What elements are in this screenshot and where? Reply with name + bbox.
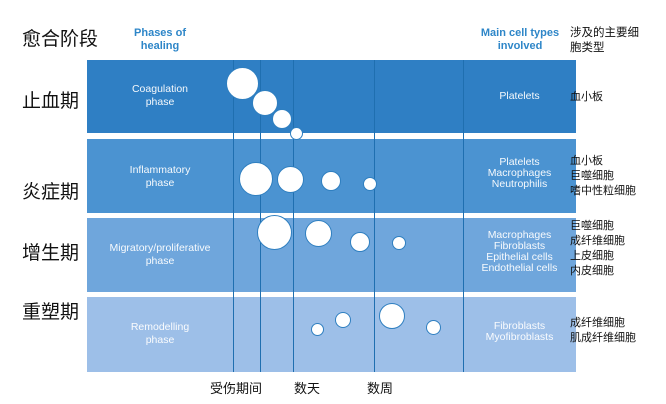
cell-type: Fibroblasts	[493, 320, 546, 332]
cell-type-cn: 血小板	[570, 90, 603, 103]
phases-header-line-2: healing	[140, 40, 180, 52]
phase-coagulation-line-2: phase	[145, 96, 175, 108]
phase-coagulation-line-1: Coagulation	[131, 83, 189, 95]
activity-circle	[272, 109, 292, 129]
cells-proliferative: Macrophages Fibroblasts Epithelial cells…	[463, 230, 576, 274]
cell-type: Fibroblasts	[493, 240, 546, 252]
phase-coagulation: Coagulation phase	[87, 83, 233, 109]
phases-column-header: Phases of healing	[118, 27, 202, 53]
activity-circle	[392, 236, 406, 250]
cell-type: Neutrophilis	[491, 178, 548, 190]
activity-circle	[363, 177, 377, 191]
activity-circle	[290, 127, 303, 140]
band-coagulation	[87, 60, 576, 133]
cell-type-cn: 巨噬细胞	[570, 219, 614, 232]
timeline-label-injury: 受伤期间	[210, 382, 263, 397]
timeline-line-injury	[260, 60, 261, 372]
activity-circle	[426, 320, 441, 335]
cell-type: Platelets	[499, 156, 540, 168]
activity-circle	[277, 166, 304, 193]
band-remodelling	[87, 297, 576, 372]
phase-inflammatory: Inflammatory phase	[87, 164, 233, 190]
activity-circle	[379, 303, 405, 329]
cells-column-header: Main cell types involved	[465, 27, 575, 53]
cell-type-cn: 成纤维细胞	[570, 316, 625, 329]
cell-type: Macrophages	[487, 167, 552, 179]
stage-column-header: 愈合阶段	[22, 28, 99, 50]
phase-proliferative-line-1: Migratory/proliferative	[109, 242, 211, 254]
cells-header-cn-line-1: 涉及的主要细	[570, 25, 639, 39]
cell-type: Endothelial cells	[481, 262, 558, 274]
timeline-label-days: 数天	[294, 382, 321, 397]
activity-circle	[335, 312, 351, 328]
activity-circle	[350, 232, 370, 252]
phase-remodelling-line-2: phase	[145, 334, 175, 346]
divider-phase-column	[233, 60, 234, 372]
phase-inflammatory-line-1: Inflammatory	[129, 164, 191, 176]
divider-cells-column	[463, 60, 464, 372]
cell-type-cn: 内皮细胞	[570, 264, 614, 277]
phase-remodelling-line-1: Remodelling	[130, 321, 190, 333]
timeline-line-days	[293, 60, 294, 372]
activity-circle	[257, 215, 292, 250]
cell-type: Epithelial cells	[486, 251, 553, 263]
activity-circle	[239, 162, 273, 196]
phase-inflammatory-line-2: phase	[145, 177, 175, 189]
cell-type-cn: 肌成纤维细胞	[570, 331, 636, 344]
stage-label-hemostasis: 止血期	[22, 90, 80, 112]
cells-cn-remodeling: 成纤维细胞 肌成纤维细胞	[570, 315, 636, 345]
cells-header-line-1: Main cell types	[480, 27, 560, 39]
phases-header-line-1: Phases of	[134, 27, 186, 39]
cells-coagulation: Platelets	[463, 91, 576, 102]
cells-cn-inflammation: 血小板 巨噬细胞 嗜中性粒细胞	[570, 153, 636, 198]
cell-type-cn: 巨噬细胞	[570, 169, 614, 182]
cells-cn-proliferation: 巨噬细胞 成纤维细胞 上皮细胞 内皮细胞	[570, 218, 625, 278]
stage-label-remodeling: 重塑期	[22, 301, 80, 323]
activity-circle	[321, 171, 341, 191]
cells-header-cn: 涉及的主要细 胞类型	[570, 25, 639, 55]
activity-circle	[311, 323, 324, 336]
cell-type-cn: 上皮细胞	[570, 249, 614, 262]
stage-label-inflammation: 炎症期	[22, 181, 80, 203]
cell-type: Myofibroblasts	[485, 331, 554, 343]
cells-header-cn-line-2: 胞类型	[570, 40, 605, 54]
stage-label-proliferation: 增生期	[22, 242, 80, 264]
cell-type-cn: 成纤维细胞	[570, 234, 625, 247]
activity-circle	[305, 220, 332, 247]
cell-type: Macrophages	[487, 229, 552, 241]
cell-type: Platelets	[499, 90, 540, 102]
timeline-label-weeks: 数周	[367, 382, 394, 397]
cell-type-cn: 血小板	[570, 154, 603, 167]
cells-header-line-2: involved	[497, 40, 543, 52]
phase-proliferative: Migratory/proliferative phase	[87, 242, 233, 268]
cells-cn-hemostasis: 血小板	[570, 89, 603, 104]
phase-proliferative-line-2: phase	[145, 255, 175, 267]
cells-inflammatory: Platelets Macrophages Neutrophilis	[463, 157, 576, 190]
cells-remodelling: Fibroblasts Myofibroblasts	[463, 321, 576, 343]
phase-remodelling: Remodelling phase	[87, 321, 233, 347]
cell-type-cn: 嗜中性粒细胞	[570, 184, 636, 197]
timeline-line-weeks	[374, 60, 375, 372]
